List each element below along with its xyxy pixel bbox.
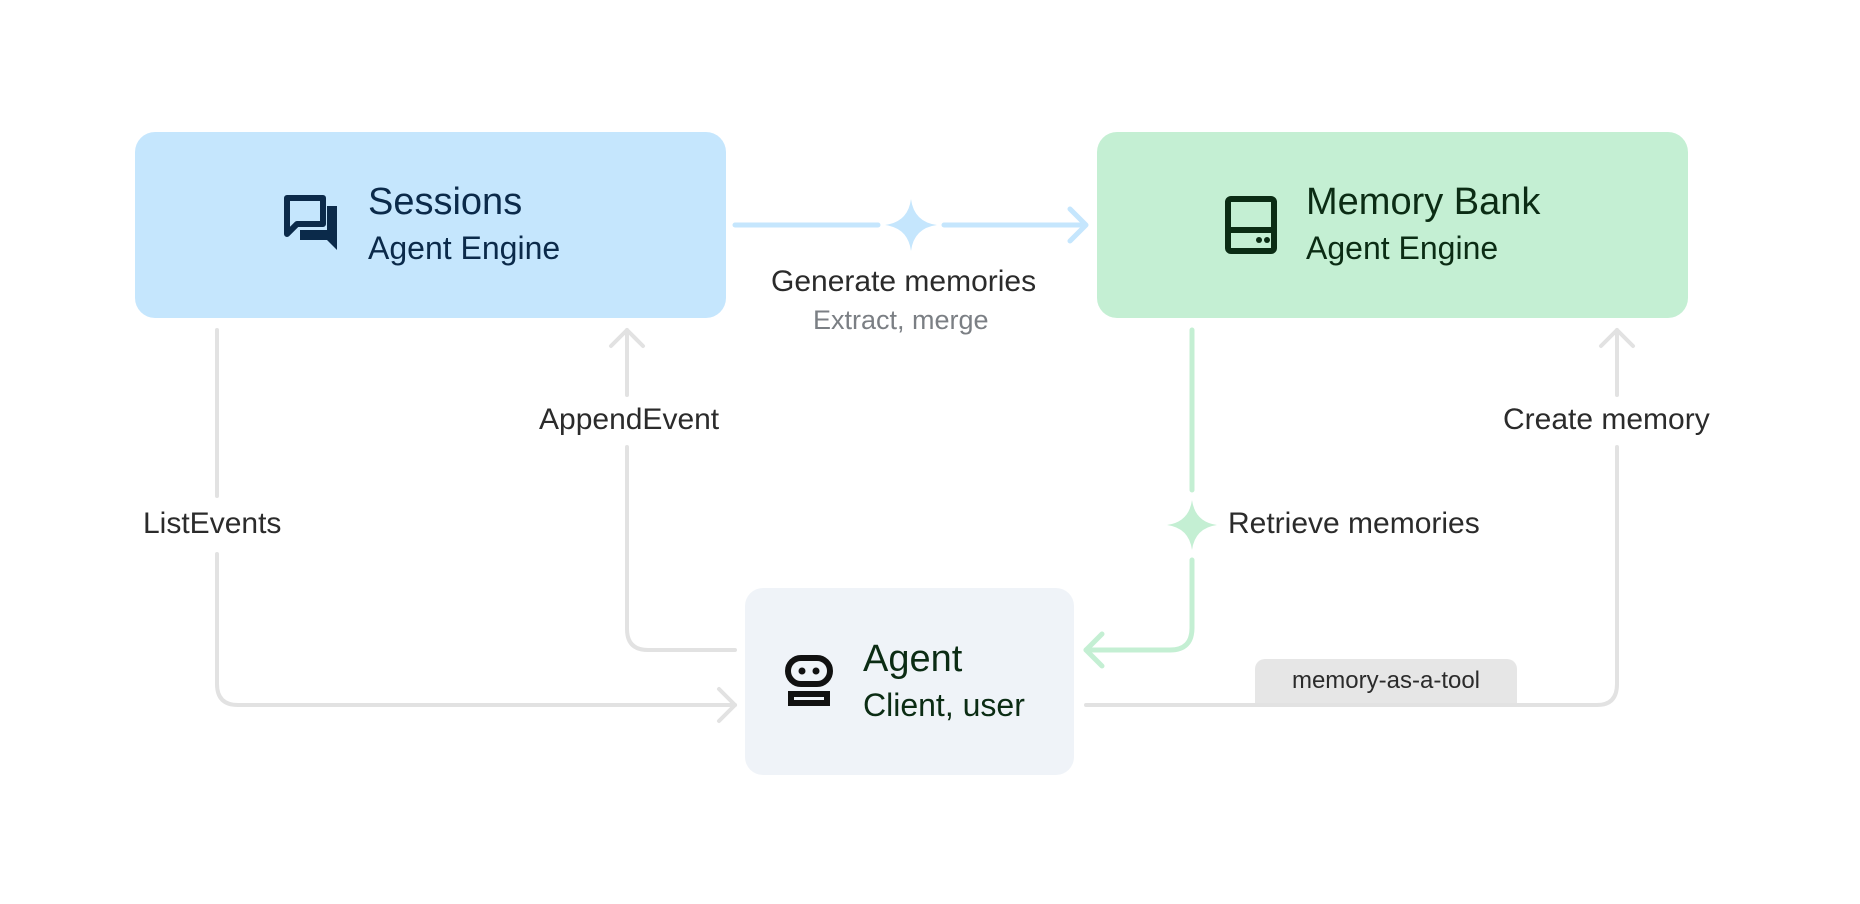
memory-as-a-tool-badge: memory-as-a-tool xyxy=(1255,659,1517,703)
forum-icon xyxy=(283,194,343,257)
agent-node: Agent Client, user xyxy=(745,588,1074,775)
retrieve-memories-label: Retrieve memories xyxy=(1228,507,1480,540)
sessions-subtitle: Agent Engine xyxy=(368,230,561,266)
sessions-node: Sessions Agent Engine xyxy=(135,132,726,318)
robot-icon xyxy=(785,655,833,714)
edge-create-memory xyxy=(1084,328,1635,707)
append-event-label: AppendEvent xyxy=(537,403,722,437)
sessions-title: Sessions xyxy=(368,181,523,223)
agent-title: Agent xyxy=(863,638,963,680)
edge-append-event xyxy=(609,328,737,652)
memory-bank-node: Memory Bank Agent Engine xyxy=(1097,132,1688,318)
agent-subtitle: Client, user xyxy=(863,687,1025,723)
list-events-label: ListEvents xyxy=(141,507,284,541)
sparkle-icon xyxy=(1167,500,1217,550)
storage-icon xyxy=(1225,196,1277,259)
generate-memories-label: Generate memories xyxy=(771,265,1037,298)
edge-retrieve-memories xyxy=(1083,327,1217,669)
create-memory-label: Create memory xyxy=(1501,403,1712,437)
memory-bank-title: Memory Bank xyxy=(1306,181,1541,223)
sparkle-icon xyxy=(885,199,937,251)
edge-list-events xyxy=(215,328,737,723)
extract-merge-label: Extract, merge xyxy=(813,305,989,335)
memory-bank-subtitle: Agent Engine xyxy=(1306,230,1499,266)
edge-generate-memories xyxy=(732,199,1089,251)
